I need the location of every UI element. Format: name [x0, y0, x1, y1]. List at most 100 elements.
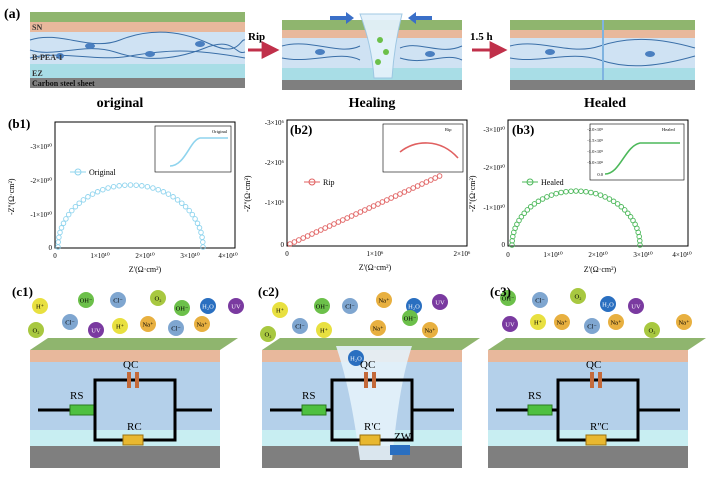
data-point [610, 198, 617, 205]
ion-cl [532, 292, 548, 308]
ion-label: H₂O [202, 304, 214, 311]
panel-b1: (b1) -Z''(Ω·cm²) Z'(Ω·cm²) -3×10¹⁰ -2×10… [7, 116, 238, 274]
data-point [160, 189, 167, 195]
circuit-label: R''C [590, 421, 609, 433]
ion-oh [402, 310, 418, 326]
ion-label: OH⁻ [316, 304, 329, 311]
ion-label: Na⁺ [610, 320, 621, 327]
data-point [196, 225, 203, 231]
circuit-label: R'C [364, 421, 381, 433]
data-point [186, 207, 192, 214]
data-point [531, 201, 538, 207]
b1-xtick: 3×10¹⁰ [180, 252, 200, 260]
data-point [65, 211, 72, 218]
ion-label: Na⁺ [378, 298, 389, 305]
ion-na [194, 316, 210, 332]
circuit-label: RS [302, 390, 315, 402]
panel-c1-label: (c1) [12, 284, 33, 299]
data-point [127, 182, 134, 188]
data-point [419, 181, 425, 187]
data-point [105, 185, 111, 191]
ion-label: O₂ [33, 328, 40, 335]
ion-label: Cl⁻ [345, 304, 355, 311]
data-point [200, 244, 206, 250]
ion-label: Cl⁻ [535, 298, 545, 305]
arrow-time-label: 1.5 h [470, 31, 493, 43]
data-point [518, 214, 525, 220]
b2-xtick: 2×10⁶ [454, 250, 471, 258]
ion-label: H₂O [602, 302, 614, 309]
data-point [170, 194, 176, 200]
ion-label: O₂ [155, 296, 162, 303]
ion-h2o [348, 350, 364, 366]
data-point [174, 197, 181, 203]
b1-ytick: -2×10¹⁰ [30, 177, 52, 185]
data-point [155, 186, 161, 193]
data-point [179, 200, 185, 206]
data-point [583, 188, 589, 195]
coating-healed [509, 20, 696, 90]
ion-label: UV [231, 304, 241, 311]
b3-inset-tick: -2.0×10⁹ [587, 127, 603, 132]
circuit-label: QC [123, 359, 138, 371]
ion-label: UV [631, 304, 641, 311]
ion-o2 [644, 322, 660, 338]
data-point [627, 214, 634, 220]
data-point [76, 200, 82, 206]
ion-label: Na⁺ [372, 326, 383, 333]
data-point [80, 197, 87, 203]
ion-na [676, 314, 692, 330]
data-point [110, 183, 117, 190]
data-point [331, 221, 337, 227]
circuit-label: QC [360, 359, 375, 371]
ion-label: H⁺ [36, 304, 44, 311]
data-point [597, 192, 604, 198]
ion-o2 [570, 288, 586, 304]
data-point [558, 189, 564, 196]
b1-ytick: -1×10¹⁰ [30, 211, 52, 219]
b3-xtick: 0 [506, 251, 510, 259]
data-point [618, 204, 625, 210]
b1-inset-legend: Original [212, 129, 228, 134]
ion-na [376, 292, 392, 308]
ion-uv [628, 298, 644, 314]
ion-label: H⁺ [116, 324, 124, 331]
ion-label: Na⁺ [556, 320, 567, 327]
b3-xtick: 2×10¹⁰ [588, 251, 608, 259]
panel-a-label: (a) [4, 7, 21, 22]
ion-label: Cl⁻ [171, 326, 181, 333]
data-point [200, 239, 206, 245]
b3-ytick: -2×10¹⁰ [483, 164, 505, 172]
data-point [309, 231, 315, 237]
circuit-label: RS [70, 390, 83, 402]
ion-label: Cl⁻ [113, 298, 123, 305]
data-point [392, 193, 399, 199]
ion-o2 [28, 322, 44, 338]
panel-c3-label: (c3) [490, 284, 511, 299]
data-point [357, 209, 364, 215]
data-point [94, 189, 101, 195]
data-point [432, 175, 438, 181]
ion-label: Na⁺ [142, 322, 153, 329]
panel-c2-label: (c2) [258, 284, 279, 299]
ion-label: Na⁺ [424, 328, 435, 335]
data-point [637, 242, 643, 248]
b3-xtick: 1×10¹⁰ [543, 251, 563, 259]
ion-h [32, 298, 48, 314]
data-point [318, 227, 324, 233]
ion-na [370, 320, 386, 336]
data-point [60, 220, 67, 227]
ion-uv [228, 298, 244, 314]
b1-ytick: -3×10¹⁰ [30, 143, 52, 151]
data-point [189, 211, 196, 218]
data-point [410, 185, 416, 191]
ion-o2 [260, 326, 276, 342]
b1-ylabel: -Z''(Ω·cm²) [7, 178, 16, 215]
data-point [72, 203, 79, 210]
data-point [291, 239, 298, 245]
panel-b2-label: (b2) [290, 122, 312, 137]
ion-cl [342, 298, 358, 314]
data-point [366, 205, 372, 211]
data-point [563, 188, 569, 195]
ion-label: Na⁺ [678, 320, 689, 327]
